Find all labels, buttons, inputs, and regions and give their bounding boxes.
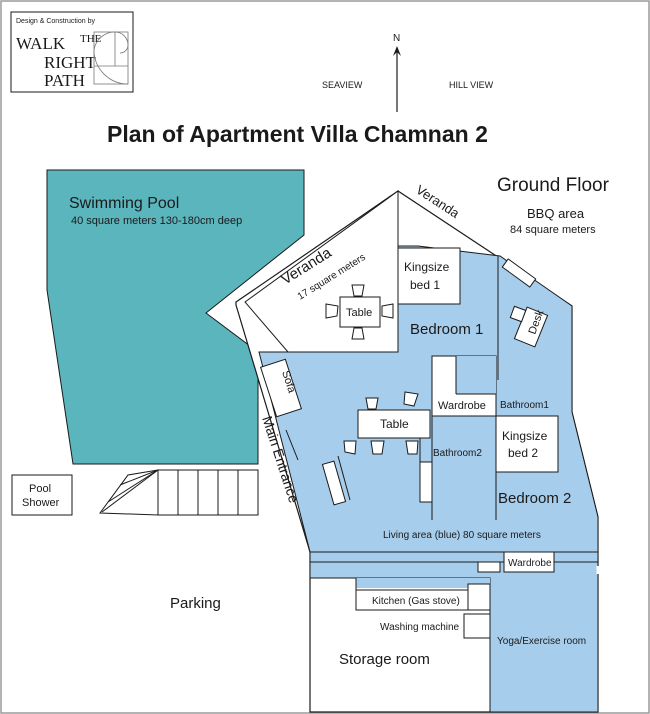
kingsize-bed-2-line1: Kingsize bbox=[502, 429, 548, 443]
living-table-label: Table bbox=[380, 417, 409, 431]
wardrobe-1-gap bbox=[456, 356, 496, 394]
veranda-table-label: Table bbox=[346, 307, 372, 319]
kingsize-bed-1 bbox=[397, 247, 461, 305]
pool-shower-line2: Shower bbox=[22, 497, 60, 509]
pool-shower-box bbox=[11, 474, 73, 516]
kingsize-bed-1-line1: Kingsize bbox=[404, 260, 450, 274]
bathroom2-cabinet bbox=[419, 461, 433, 503]
living-area-label: Living area (blue) 80 square meters bbox=[383, 530, 541, 541]
north-arrow-icon bbox=[393, 46, 401, 56]
bedroom-1-label: Bedroom 1 bbox=[410, 321, 483, 338]
veranda-table: Table bbox=[325, 284, 394, 340]
washing-machine-label: Washing machine bbox=[380, 622, 460, 633]
sideboard bbox=[321, 460, 347, 506]
logo-walk: WALK bbox=[16, 34, 66, 53]
washing-machine bbox=[463, 613, 491, 639]
parking-label: Parking bbox=[170, 595, 221, 612]
logo: Design & Construction by WALK THE RIGHT … bbox=[10, 11, 134, 93]
wardrobe-1-label: Wardrobe bbox=[438, 400, 486, 412]
kingsize-bed-2-line2: bed 2 bbox=[508, 446, 538, 460]
logo-box bbox=[10, 11, 134, 93]
storage-room-label: Storage room bbox=[339, 651, 430, 668]
small-cabinet bbox=[477, 561, 501, 573]
living-table: Table bbox=[343, 391, 431, 455]
bbq-area-size: 84 square meters bbox=[510, 224, 596, 236]
kingsize-bed-1-line2: bed 1 bbox=[410, 278, 440, 292]
hillview-label: HILL VIEW bbox=[449, 80, 494, 90]
pool-name: Swimming Pool bbox=[69, 195, 179, 212]
wardrobe-2 bbox=[503, 551, 555, 573]
logo-tagline: Design & Construction by bbox=[16, 18, 95, 25]
logo-path: PATH bbox=[44, 71, 85, 90]
compass: N SEAVIEW HILL VIEW bbox=[322, 33, 494, 112]
pool-steps bbox=[99, 469, 259, 516]
seaview-label: SEAVIEW bbox=[322, 80, 363, 90]
bedroom-2-label: Bedroom 2 bbox=[498, 490, 571, 507]
kitchen-label: Kitchen (Gas stove) bbox=[372, 596, 460, 607]
pool-description: 40 square meters 130-180cm deep bbox=[71, 215, 242, 227]
logo-right: RIGHT bbox=[44, 53, 97, 72]
floor-label: Ground Floor bbox=[497, 175, 610, 196]
bbq-area-label: BBQ area bbox=[527, 206, 585, 221]
yoga-room-label: Yoga/Exercise room bbox=[497, 636, 586, 647]
bathroom-2-label: Bathroom2 bbox=[433, 448, 482, 459]
desk: Desk bbox=[501, 258, 549, 348]
bathroom-1-label: Bathroom1 bbox=[500, 400, 549, 411]
wardrobe-2-label: Wardrobe bbox=[508, 558, 552, 569]
golden-spiral-icon bbox=[93, 31, 129, 85]
pool-shower-line1: Pool bbox=[29, 483, 51, 495]
page-title: Plan of Apartment Villa Chamnan 2 bbox=[107, 121, 488, 147]
gas-stove bbox=[467, 583, 491, 611]
logo-the: THE bbox=[80, 33, 102, 45]
sofa: Sofa bbox=[259, 358, 303, 418]
kingsize-bed-2 bbox=[495, 415, 559, 473]
compass-north: N bbox=[393, 33, 400, 44]
kitchen-area bbox=[356, 578, 490, 588]
